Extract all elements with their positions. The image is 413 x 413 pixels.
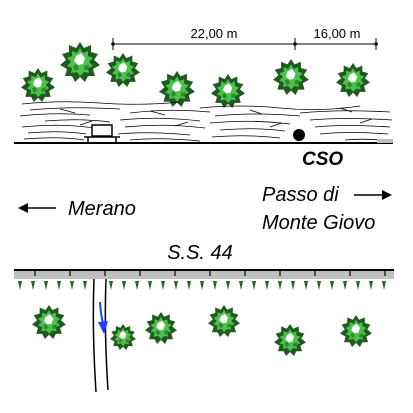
tree-canopy-icon [106,53,140,87]
slope-hatching [19,101,393,142]
direction-right-label-line1: Passo di [262,184,339,206]
dimension-label-span-1: 22,00 m [191,26,238,41]
upper-tree-row [21,42,370,109]
tree-canopy-icon [340,315,372,347]
arrow-right-icon [382,190,392,200]
flow-arrow-icon [98,301,108,334]
direction-right-label-line2: Monte Giovo [262,212,375,234]
measurement-dot-icon [293,129,305,141]
tree-canopy-icon [208,305,240,337]
direction-right [354,190,392,200]
car-icon [84,124,120,143]
tree-canopy-icon [159,71,195,107]
dimension-line [111,38,378,50]
stream-channel [92,278,109,393]
tree-canopy-icon [336,63,370,97]
tree-canopy-icon [32,305,66,339]
tree-canopy-icon [60,42,100,82]
tree-canopy-icon [21,68,56,102]
road-surface-segment [377,139,393,143]
road-label: S.S. 44 [167,242,233,264]
arrow-left-icon [18,203,28,213]
tree-canopy-icon [273,59,309,95]
lower-tree-row [32,305,372,356]
direction-left [18,203,56,213]
dimension-label-span-2: 16,00 m [314,26,361,41]
road-edge-ticks [34,270,386,276]
grass-verge [18,281,386,290]
tree-canopy-icon [274,324,306,356]
measurement-point-label: CSO [302,149,343,170]
tree-canopy-icon [110,324,136,350]
tree-canopy-icon [145,312,177,344]
road-surface [14,270,394,279]
tree-canopy-icon [211,74,245,109]
direction-left-label: Merano [68,198,136,220]
